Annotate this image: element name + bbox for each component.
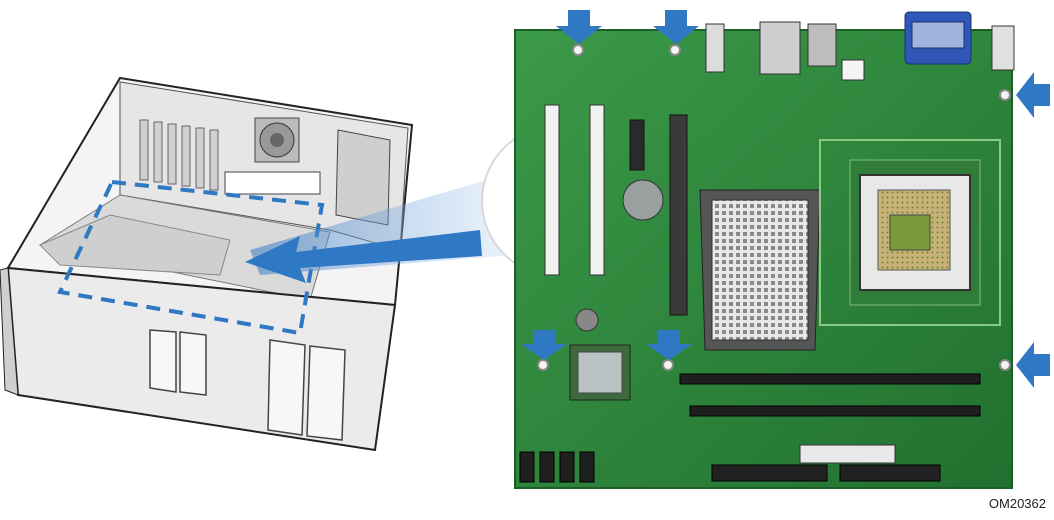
floppy-connector bbox=[839, 464, 941, 482]
mounting-hole bbox=[999, 89, 1011, 101]
down-arrow-icon bbox=[521, 330, 567, 360]
mounting-hole bbox=[537, 359, 549, 371]
capacitor bbox=[575, 308, 599, 332]
mounting-hole bbox=[662, 359, 674, 371]
down-arrow-icon bbox=[646, 330, 692, 360]
expansion-slots bbox=[544, 104, 688, 316]
down-arrow-icon bbox=[556, 10, 602, 44]
psu-bay bbox=[335, 129, 391, 226]
computer-case bbox=[0, 76, 414, 452]
cmos-battery bbox=[622, 179, 664, 221]
mounting-hole bbox=[572, 44, 584, 56]
motherboard bbox=[514, 10, 1050, 489]
chipset-heatsink bbox=[699, 189, 821, 351]
case-side-panel bbox=[0, 267, 19, 396]
mounting-hole bbox=[669, 44, 681, 56]
expansion-slot-covers bbox=[139, 119, 219, 191]
down-arrow-icon bbox=[653, 10, 699, 44]
left-arrow-icon bbox=[1016, 342, 1050, 388]
memory-slots bbox=[679, 373, 981, 417]
left-arrow-icon bbox=[1016, 72, 1050, 118]
mounting-holes bbox=[537, 44, 1011, 371]
cpu-socket bbox=[859, 174, 971, 291]
install-arrow bbox=[245, 230, 482, 283]
figure-code: OM20362 bbox=[988, 496, 1046, 511]
sata-connectors bbox=[519, 451, 595, 483]
front-bays bbox=[149, 329, 346, 441]
ide-connector bbox=[711, 464, 828, 482]
io-cutout bbox=[224, 171, 321, 195]
atx-power-connector bbox=[799, 444, 896, 464]
southbridge-chip bbox=[569, 344, 631, 401]
mount-arrows bbox=[521, 10, 1050, 388]
rear-io-ports bbox=[705, 11, 1015, 81]
case-fan bbox=[254, 117, 300, 163]
mounting-hole bbox=[999, 359, 1011, 371]
motherboard-area-outline bbox=[57, 179, 325, 336]
